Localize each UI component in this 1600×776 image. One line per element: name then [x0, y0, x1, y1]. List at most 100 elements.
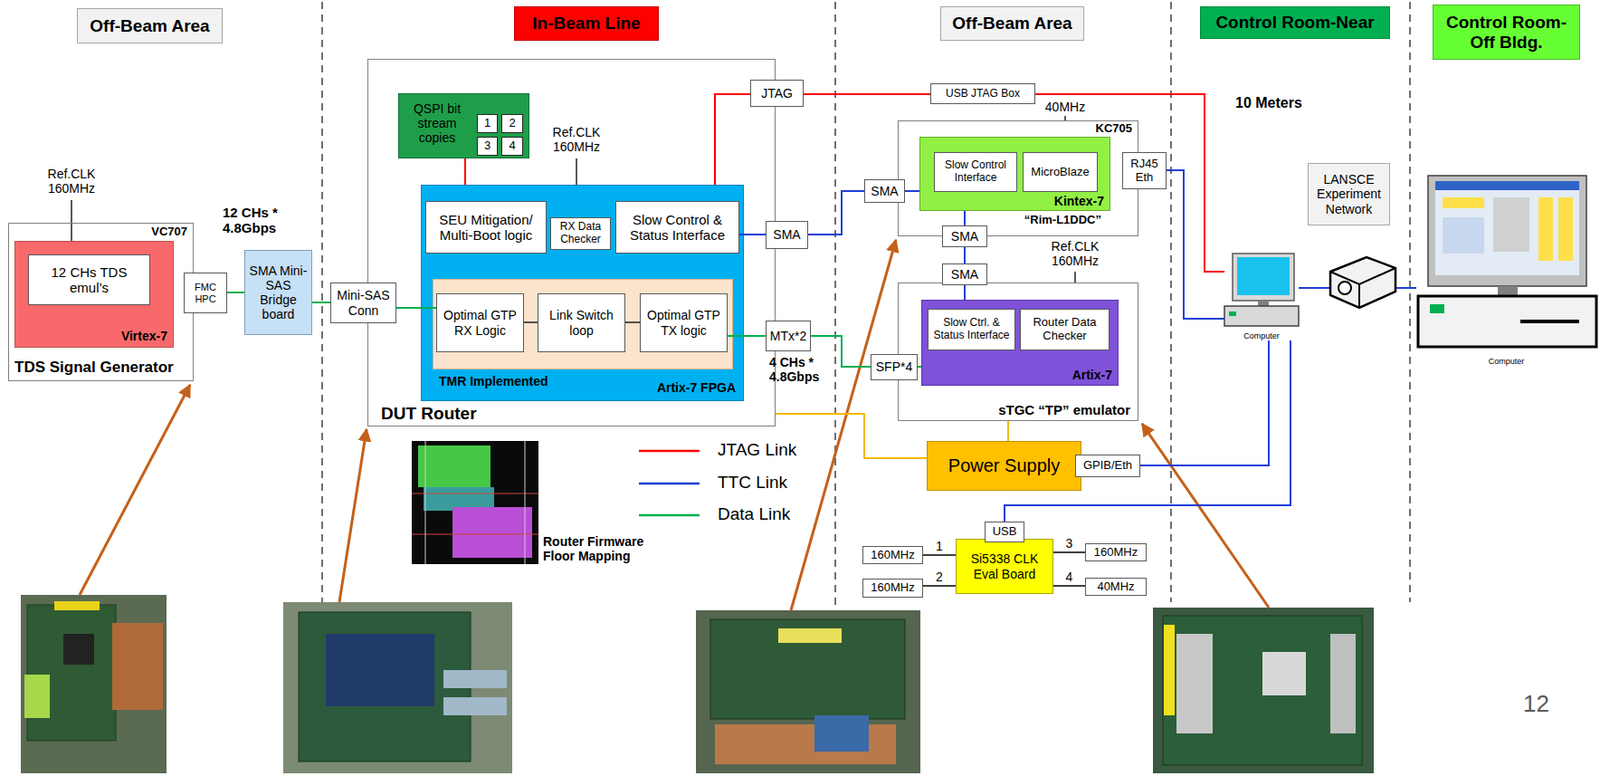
board-box: KC705 “Rim-L1DDC” Kintex-7 Slow Control Int… [897, 120, 1139, 237]
connector [963, 210, 966, 226]
fpga-box: Artix-7 Slow Ctrl. & Status Interface Rout… [921, 299, 1119, 386]
legend-line [638, 449, 700, 453]
connector [396, 306, 437, 309]
photo-detail [714, 723, 896, 764]
legend-line [638, 514, 700, 517]
node-label: USB [992, 524, 1018, 539]
photo-detail [27, 604, 116, 741]
node-label: Artix-7 [1072, 367, 1113, 382]
node-label: SMA [951, 228, 979, 244]
connector [727, 334, 766, 337]
connector [923, 584, 956, 586]
node-label: Power Supply [948, 455, 1060, 477]
computer-case [1418, 295, 1597, 347]
tmr-region: TMR ImplementedOptimal GTP RX LogicLink … [432, 278, 734, 370]
computer: Computer [1224, 253, 1299, 341]
node-label: Off-Beam Area [89, 16, 210, 37]
node-label: Artix-7 FPGA [657, 380, 736, 395]
connector-box: RJ45 Eth [1122, 152, 1167, 190]
node-label: 3 [484, 139, 491, 153]
connector [714, 94, 751, 185]
node-label: Link Switch loop [541, 307, 622, 337]
clock-label: Ref.CLK 160MHz [544, 124, 609, 154]
node-label: Slow Control & Status Interface [619, 211, 736, 244]
connector [963, 247, 966, 264]
node-label: 12 CHs TDS emul’s [31, 264, 147, 296]
clock-wire [575, 158, 577, 185]
clock-label: Ref.CLK 160MHz [39, 166, 104, 196]
node-label: DUT Router [380, 403, 477, 424]
legend-item: JTAG Link [717, 439, 797, 460]
floor-map-region [423, 486, 495, 511]
region-header: Control Room-Near [1200, 6, 1391, 39]
connector [1298, 286, 1417, 289]
node-label: Kintex-7 [1054, 193, 1105, 209]
node-label: SMA [772, 227, 800, 242]
node-label: KC705 [1095, 122, 1133, 136]
legend-line [638, 482, 700, 486]
monitor-screen [1237, 257, 1290, 296]
connector-box: Mini-SAS Conn [330, 282, 397, 324]
node-label: SMA [870, 183, 898, 199]
photo-detail [1163, 624, 1175, 715]
clock-output: 40MHz [1085, 577, 1147, 597]
region-header: Off-Beam Area [940, 6, 1085, 41]
node-label: RX Data Checker [553, 220, 608, 247]
logic-box: Optimal GTP TX logic [639, 293, 728, 353]
screen-detail [1493, 197, 1530, 252]
node-label: Router Data Checker [1023, 315, 1106, 343]
screen-detail [1442, 217, 1485, 254]
board-box: sTGC “TP” emulatorArtix-7Slow Ctrl. & St… [897, 282, 1139, 421]
logic-box: Slow Control Interface [933, 152, 1018, 192]
node-label: 160MHz [870, 580, 915, 595]
monitor-screen [1435, 180, 1580, 276]
board-photo [1152, 607, 1374, 773]
board-photo [20, 594, 167, 773]
node-label: 4 [508, 139, 515, 153]
figure-caption: Router Firmware Floor Mapping [542, 533, 661, 563]
connector-box: SMA [942, 263, 988, 286]
photo-detail [443, 696, 507, 715]
connector [923, 553, 956, 555]
photo-detail [63, 633, 95, 665]
connector-group [227, 94, 1417, 586]
floor-map-line [425, 440, 427, 564]
node-label: “Rim-L1DDC” [1024, 213, 1102, 228]
logic-box: Optimal GTP RX Logic [436, 293, 524, 353]
network-box: LANSCE Experiment Network [1307, 162, 1391, 226]
connector [803, 93, 931, 96]
photo-detail [1330, 633, 1356, 734]
copy-slot: 1 [476, 114, 498, 134]
monitor-icon [1232, 253, 1295, 301]
node-label: USB JTAG Box [945, 87, 1020, 101]
projector-edge [1330, 267, 1396, 308]
connector [523, 321, 538, 323]
computer-led [1228, 311, 1237, 316]
node-label: TMR Implemented [438, 373, 549, 389]
photo-pointer [79, 384, 191, 595]
node-label: Optimal GTP TX logic [643, 307, 724, 337]
node-label: MTx*2 [770, 328, 807, 343]
photo-detail [1162, 615, 1362, 765]
photo-detail [443, 669, 507, 688]
connector [904, 190, 920, 192]
node-label: LANSCE Experiment Network [1311, 171, 1387, 216]
computer-led [1429, 304, 1445, 314]
connector [1004, 340, 1291, 522]
node-label: Slow Ctrl. & Status Interface [931, 316, 1012, 343]
photo-detail [298, 611, 471, 762]
copy-slot: 4 [501, 136, 524, 156]
node-label: VC707 [151, 225, 188, 239]
floor-map [411, 440, 539, 564]
legend-text: TTC Link [717, 472, 788, 493]
connector-box: GPIB/Eth [1075, 454, 1141, 477]
node-label: RJ45 Eth [1125, 157, 1163, 185]
photo-detail [54, 600, 100, 610]
fpga-box: Virtex-712 CHs TDS emul’s [14, 240, 174, 348]
connector [775, 413, 927, 458]
clock-output: 160MHz [862, 578, 924, 598]
link-rate: 4 CHs * 4.8Gbps [769, 354, 835, 384]
connector [808, 190, 865, 235]
